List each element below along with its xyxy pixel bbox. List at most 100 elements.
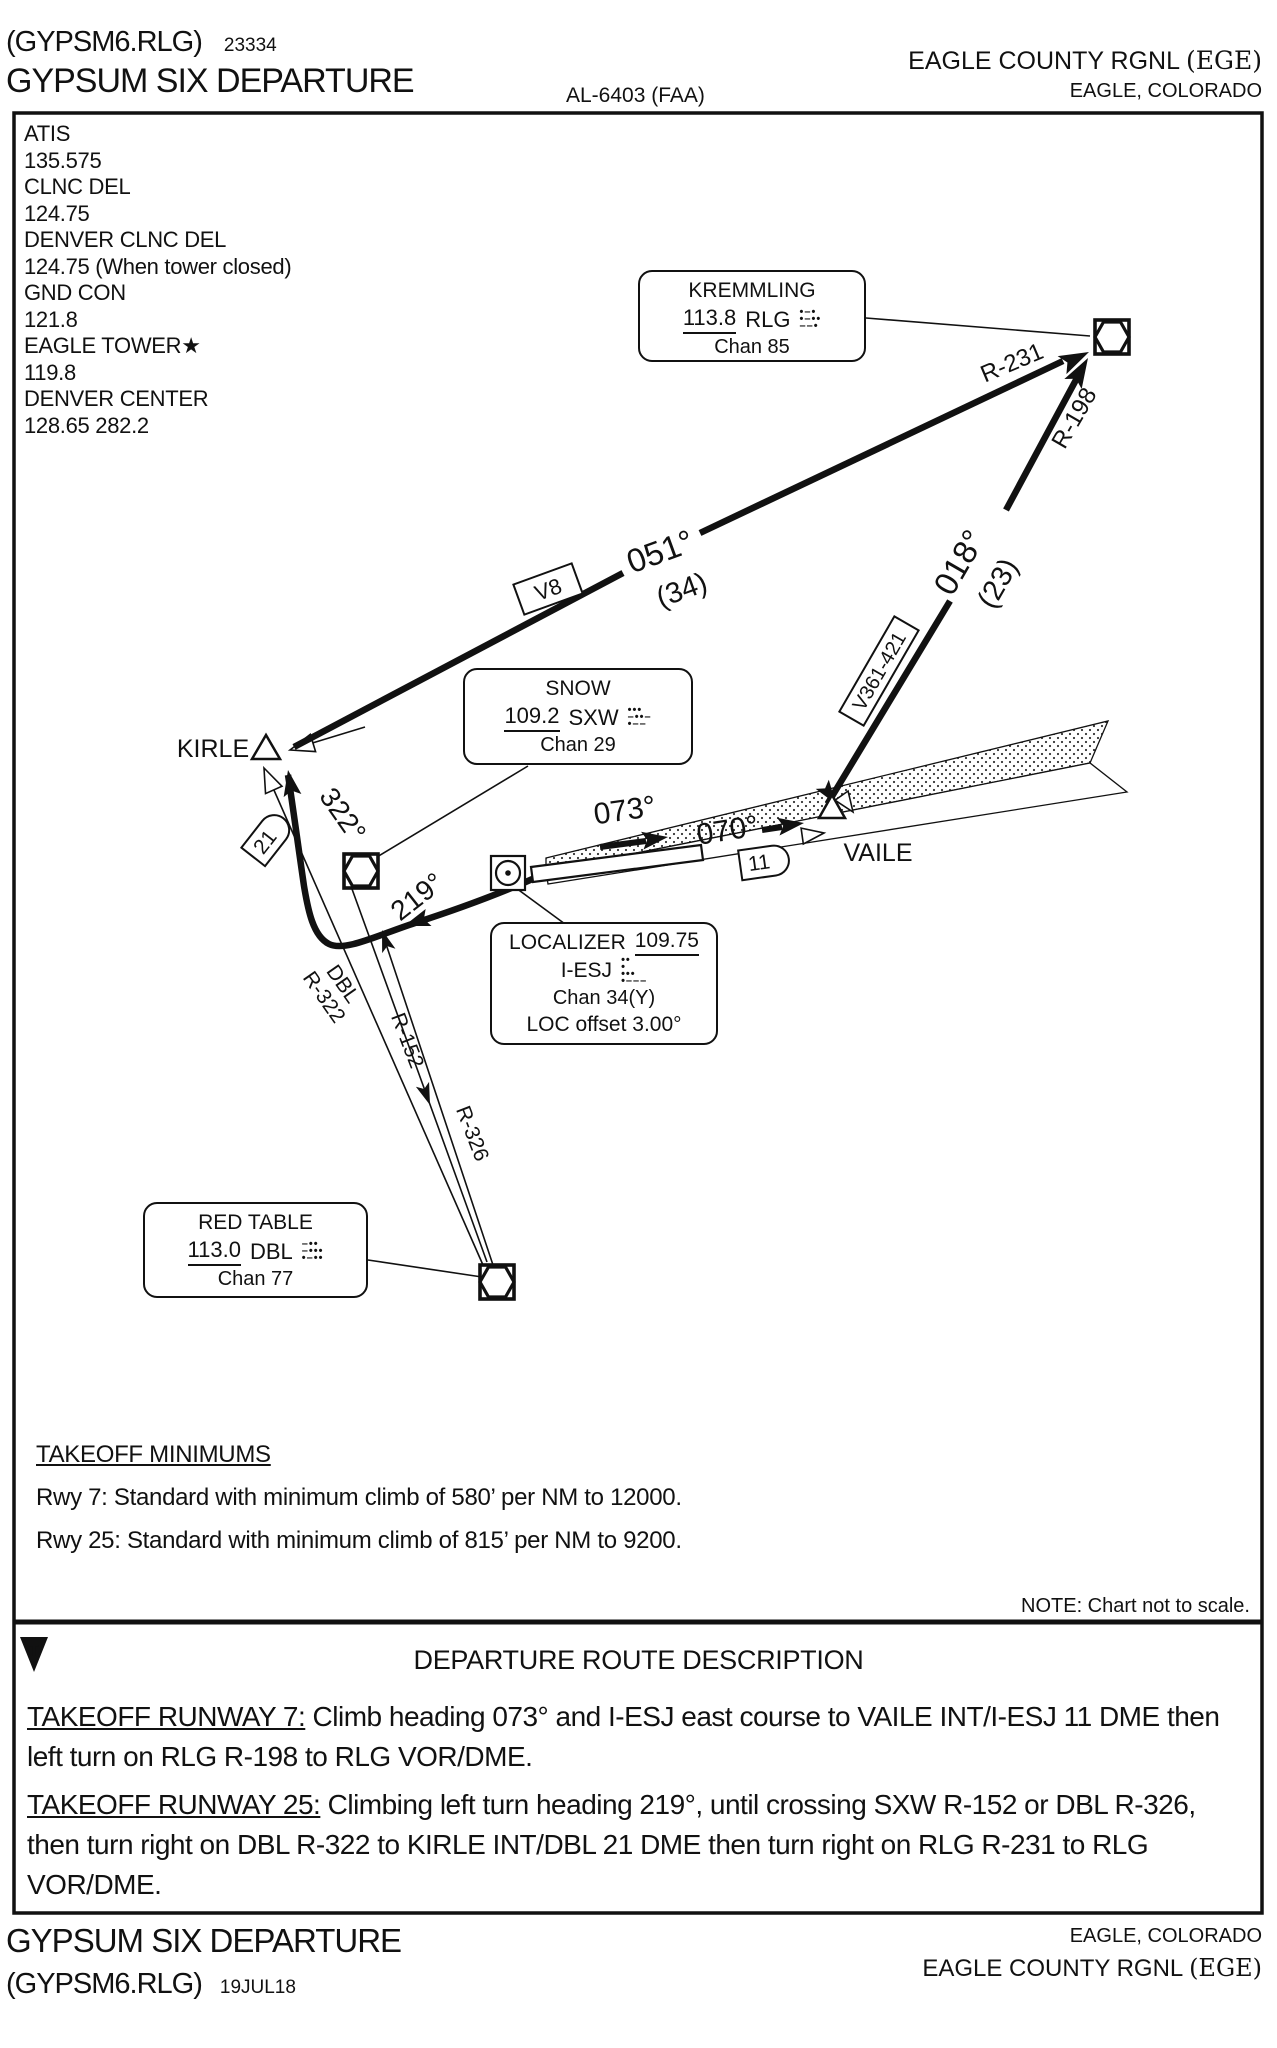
morse-row: •• — [621, 954, 631, 966]
vaile-fix-label: VAILE — [843, 839, 912, 867]
localizer-freq: 109.75 — [634, 929, 699, 956]
kremmling-callout-line — [865, 317, 1091, 337]
rwy7-text: Climb heading 073° and I-ESJ east course… — [27, 1701, 1220, 1772]
takeoff-minimums-icon: T — [20, 1637, 48, 1672]
localizer-callout-line — [515, 887, 566, 925]
footer-procedure-code: (GYPSM6.RLG) 19JUL18 — [6, 1968, 296, 2001]
al-number: AL-6403 (FAA) — [566, 84, 705, 107]
localizer-title: LOCALIZER — [509, 930, 626, 954]
rwy7-label: TAKEOFF RUNWAY 7: — [27, 1701, 306, 1732]
chart-ref: 23334 — [223, 35, 277, 56]
footer-code-text: (GYPSM6.RLG) — [6, 1968, 203, 2000]
radial-231-label: R-231 — [977, 338, 1048, 388]
navaid-freq: 109.2 — [504, 703, 560, 732]
vaile-fix-icon — [816, 792, 848, 820]
dme-21-box: 21 — [240, 814, 291, 868]
comm-frequencies: ATIS 135.575 CLNC DEL 124.75 DENVER CLNC… — [24, 121, 292, 439]
morse-row: –•• — [301, 1238, 319, 1250]
airway-v8-box: V8 — [512, 562, 584, 616]
course-322-label: 322° — [313, 782, 372, 847]
runway-icon — [529, 843, 705, 884]
dme-11-box: 11 — [737, 844, 790, 882]
comm-value: 119.8 — [24, 359, 76, 385]
route-description-title: DEPARTURE ROUTE DESCRIPTION — [413, 1645, 864, 1675]
navaid-name: RED TABLE — [198, 1211, 313, 1234]
morse-row: ––• — [799, 320, 819, 332]
redtable-navaid-box: RED TABLE 113.0 DBL –••–••••–•• Chan 77 — [143, 1202, 368, 1298]
airport-id: (EGE) — [1186, 46, 1262, 75]
footer-title: GYPSUM SIX DEPARTURE — [6, 1922, 402, 1959]
r322-radial-line — [263, 765, 484, 1266]
navaid-id: DBL — [249, 1238, 293, 1264]
morse-row: •–• — [799, 306, 817, 318]
distance-34-label: (34) — [652, 567, 711, 615]
r152-radial-line — [351, 888, 488, 1263]
dbl-vordme-icon — [478, 1263, 516, 1301]
takeoff-minimums-rwy7: Rwy 7: Standard with minimum climb of 58… — [36, 1484, 682, 1511]
not-to-scale-note: NOTE: Chart not to scale. — [1021, 1595, 1250, 1617]
airway-v8-line — [292, 352, 1089, 750]
course-070-arrow — [761, 817, 827, 846]
kirle-fix-icon — [249, 732, 283, 761]
comm-value: 121.8 — [24, 306, 78, 332]
navaid-name: SNOW — [545, 677, 611, 700]
rwy25-label: TAKEOFF RUNWAY 25: — [27, 1789, 321, 1820]
comm-label: DENVER CLNC DEL — [24, 227, 227, 252]
page-title: GYPSUM SIX DEPARTURE — [6, 62, 415, 100]
radial-152-label: R-152 — [386, 1010, 428, 1072]
morse-row: •–•• — [799, 313, 822, 325]
comm-value: 124.75 (When tower closed) — [24, 253, 292, 279]
snow-navaid-box: SNOW 109.2 SXW •••–••–•–– Chan 29 — [463, 668, 693, 765]
r326-radial-line — [381, 930, 495, 1269]
route-description-rwy7: TAKEOFF RUNWAY 7: Climb heading 073° and… — [27, 1697, 1255, 1777]
navaid-channel: Chan 29 — [540, 734, 616, 756]
morse-code: •••–••–•–– — [627, 704, 652, 730]
navaid-id: RLG — [745, 306, 791, 332]
morse-row: •–•• — [301, 1252, 324, 1264]
localizer-offset: LOC offset 3.00° — [526, 1013, 682, 1036]
comm-label: GND CON — [24, 280, 126, 305]
morse-row: –••• — [301, 1245, 324, 1257]
footer-airport-id: (EGE) — [1189, 1954, 1262, 1982]
departure-track-line — [283, 770, 539, 950]
takeoff-minimums: TAKEOFF MINIMUMS Rwy 7: Standard with mi… — [36, 1441, 682, 1555]
kremmling-navaid-box: KREMMLING 113.8 RLG •–••–••––• Chan 85 — [638, 270, 866, 362]
footer-airport-block: EAGLE, COLORADO EAGLE COUNTY RGNL (EGE) — [922, 1925, 1262, 1983]
comm-label: EAGLE TOWER★ — [24, 333, 201, 358]
course-073-arrow — [599, 831, 668, 850]
morse-row: ••• — [621, 968, 636, 980]
navaid-channel: Chan 77 — [217, 1268, 294, 1290]
morse-row: • — [621, 961, 626, 973]
navaid-freq: 113.0 — [187, 1237, 241, 1266]
snow-callout-line — [371, 765, 529, 861]
morse-row: ••• — [627, 704, 643, 716]
route-description-rwy25: TAKEOFF RUNWAY 25: Climbing left turn he… — [27, 1785, 1255, 1905]
footer-airport-name: EAGLE COUNTY RGNL — [922, 1955, 1190, 1982]
dbl-r322-label: DBL R-322 — [298, 961, 364, 1028]
localizer-id: I-ESJ — [560, 959, 613, 982]
comm-label: DENVER CENTER — [24, 386, 209, 411]
rlg-vortac-icon — [1093, 318, 1131, 356]
airport-name: EAGLE COUNTY RGNL (EGE) — [908, 46, 1262, 76]
takeoff-minimums-title: TAKEOFF MINIMUMS — [36, 1441, 271, 1468]
course-073-label: 073° — [592, 790, 658, 831]
comm-value: 135.575 — [24, 147, 102, 173]
morse-code: –••–••••–•• — [301, 1238, 324, 1264]
redtable-callout-line — [367, 1259, 483, 1278]
procedure-code: (GYPSM6.RLG)23334 — [6, 26, 277, 59]
footer-date: 19JUL18 — [219, 1977, 296, 1998]
comm-label: CLNC DEL — [24, 174, 131, 199]
dme-11-label: 11 — [747, 850, 772, 876]
radial-326-label: R-326 — [451, 1103, 493, 1165]
rwy25-text: Climbing left turn heading 219°, until c… — [27, 1789, 1196, 1900]
t-icon-letter: T — [29, 1641, 40, 1660]
footer-airport: EAGLE COUNTY RGNL (EGE) — [922, 1954, 1262, 1983]
footer-city: EAGLE, COLORADO — [1069, 1925, 1262, 1947]
morse-code: •–••–••––• — [799, 306, 822, 332]
comm-value: 124.75 — [24, 200, 90, 226]
sxw-vordme-icon — [342, 852, 380, 890]
kirle-fix-label: KIRLE — [177, 735, 249, 763]
comm-value: 128.65 282.2 — [24, 412, 149, 438]
takeoff-minimums-rwy25: Rwy 25: Standard with minimum climb of 8… — [36, 1527, 682, 1554]
